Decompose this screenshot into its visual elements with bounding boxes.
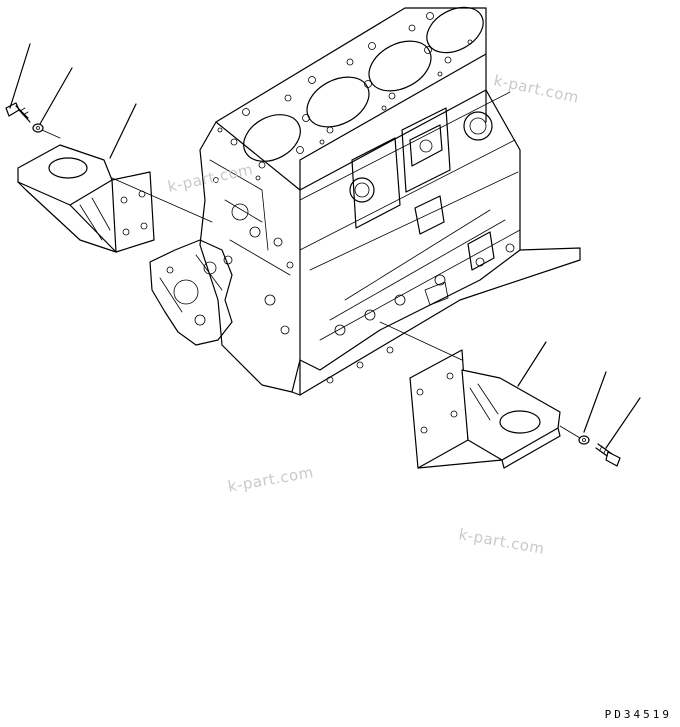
left-engine-bracket bbox=[17, 144, 155, 253]
front-plate bbox=[149, 239, 233, 346]
callout-leaders bbox=[9, 43, 641, 449]
right-bolt bbox=[595, 443, 621, 467]
left-bolt bbox=[5, 102, 31, 123]
drawing-code: PD34519 bbox=[604, 708, 672, 721]
engine-block bbox=[199, 6, 581, 396]
left-washer bbox=[32, 123, 44, 133]
assembly-lines bbox=[41, 129, 581, 439]
right-engine-bracket bbox=[409, 349, 561, 469]
right-washer bbox=[578, 435, 590, 445]
